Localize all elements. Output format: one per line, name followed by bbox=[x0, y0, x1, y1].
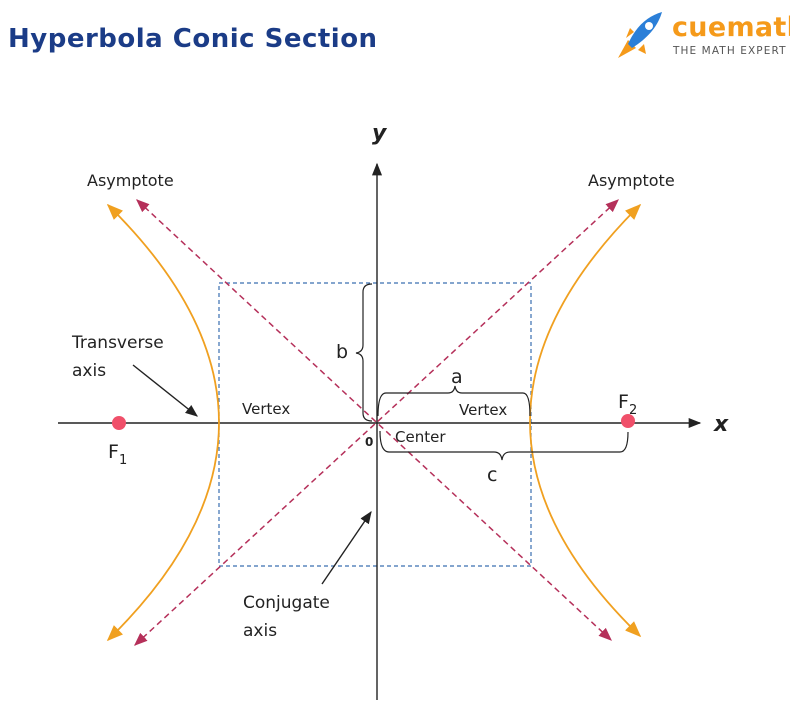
hyperbola-left-branch bbox=[106, 203, 220, 642]
logo-name: cuemath bbox=[672, 12, 790, 43]
asymptote-left-label: Asymptote bbox=[87, 171, 174, 190]
asymptote-right-label: Asymptote bbox=[588, 171, 675, 190]
semi-axis-b-label: b bbox=[336, 341, 348, 363]
transverse-axis-label-line1: Transverse bbox=[71, 333, 164, 353]
brace-b bbox=[355, 283, 373, 422]
focal-distance-c-label: c bbox=[487, 464, 497, 486]
vertex-right-label: Vertex bbox=[459, 401, 507, 419]
focus-right-label: F2 bbox=[618, 391, 637, 418]
vertex-left-label: Vertex bbox=[242, 400, 290, 418]
focus-right-point bbox=[621, 414, 635, 428]
focus-left-point bbox=[112, 416, 126, 430]
semi-axis-a-label: a bbox=[451, 366, 463, 388]
conjugate-axis-pointer bbox=[321, 510, 372, 585]
brace-c bbox=[379, 430, 629, 461]
asymptote-line-negative bbox=[136, 199, 612, 641]
transverse-axis-pointer bbox=[132, 364, 198, 417]
logo-tagline: THE MATH EXPERT bbox=[673, 45, 787, 57]
origin-label: 0 bbox=[365, 435, 373, 449]
brace-a bbox=[377, 385, 531, 417]
y-axis-label: y bbox=[372, 121, 388, 146]
conjugate-axis-label-line2: axis bbox=[243, 621, 277, 641]
x-axis-label: x bbox=[713, 412, 729, 437]
conjugate-axis-label-line1: Conjugate bbox=[243, 593, 330, 613]
hyperbola-right-branch bbox=[529, 203, 642, 638]
transverse-axis-label-line2: axis bbox=[72, 361, 106, 381]
center-label: Center bbox=[395, 428, 446, 446]
rocket-icon bbox=[618, 12, 662, 58]
focus-left-label: F1 bbox=[108, 441, 127, 468]
page-title: Hyperbola Conic Section bbox=[8, 24, 378, 54]
cuemath-logo: cuemath THE MATH EXPERT bbox=[608, 8, 790, 64]
